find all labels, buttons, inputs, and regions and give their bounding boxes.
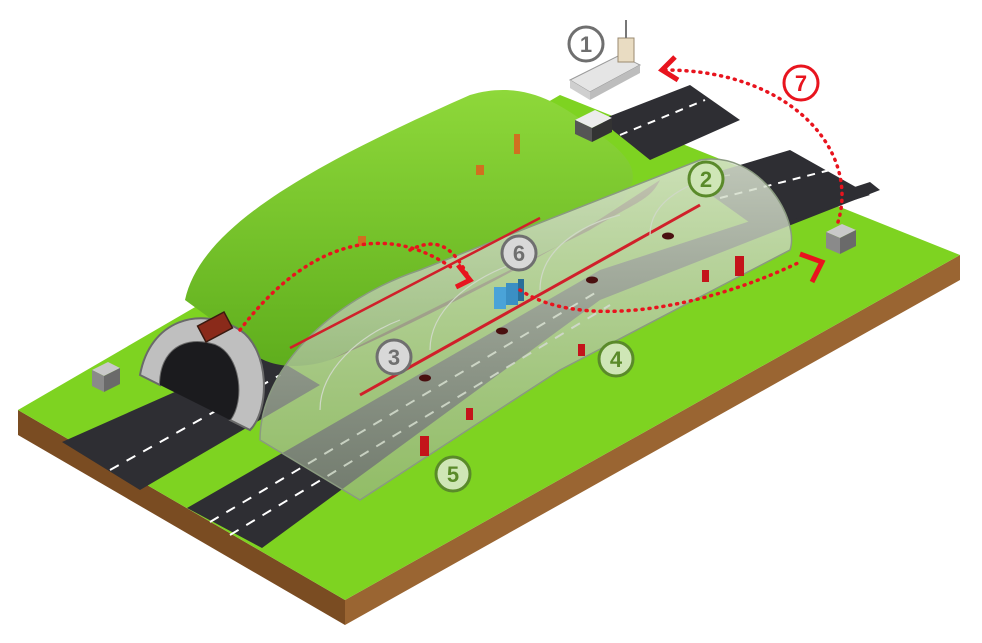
link-arrowhead-top [658, 55, 680, 83]
portal-hole [160, 341, 239, 420]
callout-label: 6 [513, 241, 525, 266]
road-back [600, 85, 740, 160]
emergency-cabinet [578, 344, 585, 356]
link-path-tunnel [238, 241, 457, 332]
tube-rib [539, 214, 621, 291]
tube-rib [429, 264, 511, 351]
fan [476, 165, 484, 175]
roadside-cabinet-icon [826, 224, 856, 254]
callout-label: 2 [700, 167, 712, 192]
fan [514, 134, 520, 154]
callout-label: 1 [580, 32, 592, 57]
link-arrowhead-left [454, 263, 474, 290]
callout-1: 1 [567, 25, 605, 63]
callout-label: 4 [610, 347, 623, 372]
callout-2: 2 [687, 160, 725, 198]
hill-mound [185, 89, 633, 366]
lane-mark [619, 99, 706, 136]
tube-body [259, 158, 793, 501]
emergency-cabinet [702, 270, 709, 282]
tunnel-tube [259, 158, 793, 501]
ceiling-light [496, 327, 508, 335]
soil-right [345, 255, 960, 625]
callout-7: 7 [782, 64, 820, 102]
link-path-top [663, 68, 844, 224]
tunnel-portal-left [138, 310, 265, 432]
callout-label: 7 [795, 71, 807, 96]
callout-label: 5 [447, 462, 459, 487]
communication-links [238, 55, 844, 332]
link-arrowhead-right [799, 251, 826, 284]
emergency-cabinet [420, 436, 429, 456]
tube-red-line [359, 203, 701, 397]
ceiling-light [662, 232, 674, 240]
roadside-cabinet-icon [92, 362, 120, 392]
callout-4: 4 [597, 340, 635, 378]
control-building-icon [568, 20, 642, 100]
callout-label: 3 [388, 345, 400, 370]
tube-rib [319, 319, 401, 411]
emergency-cabinet [466, 408, 473, 420]
lane-mark [109, 374, 281, 471]
callout-5: 5 [434, 455, 472, 493]
ceiling-light [586, 276, 598, 284]
toll-booth [575, 110, 612, 142]
led-sign-icon [196, 310, 234, 344]
callout-6: 6 [500, 234, 538, 272]
emergency-cabinet [735, 256, 744, 276]
fan [358, 236, 366, 246]
tunnel-equipment [358, 134, 744, 456]
callout-3: 3 [375, 338, 413, 376]
ceiling-light [419, 374, 431, 382]
link-path-right [518, 260, 802, 314]
tube-red-line [289, 216, 541, 350]
